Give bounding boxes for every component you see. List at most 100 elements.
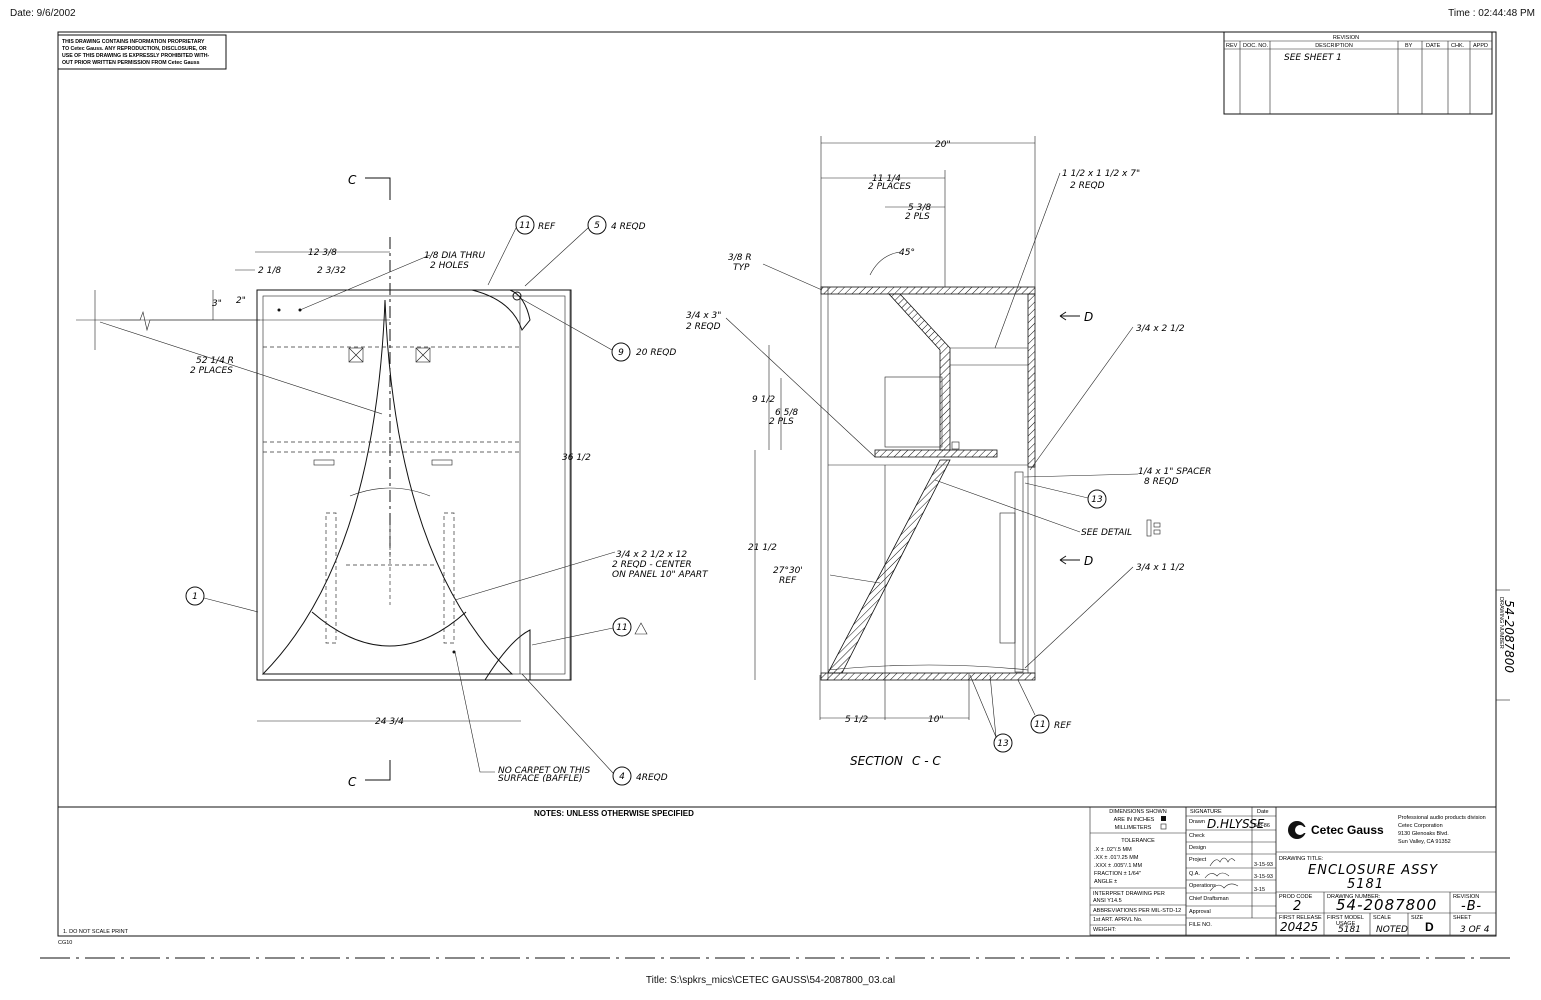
first-release: 20425 [1280,920,1318,934]
print-date: Date: 9/6/2002 [10,8,76,19]
desc-col: DESCRIPTION [1315,43,1353,49]
drawn-date: 5-8-86 [1254,823,1270,829]
dim-12-3-8: 12 3/8 [308,248,337,258]
callout-13b: 13 [997,739,1009,749]
tol-3: .XXX ± .005"/.1 MM [1094,863,1142,869]
note-block-3: 3/4 x 1 1/2 [1136,563,1185,573]
row-qa: Q.A. [1189,871,1200,877]
callout-4-text: 4REQD [636,773,668,783]
panel-3-4x3: 3/4 x 3" [686,311,721,321]
callout-4: 4 [619,772,625,782]
qa-date: 3-15-93 [1254,874,1273,880]
callout-9: 9 [618,348,624,358]
cleat-note: 3/4 x 2 1/2 x 12 [616,550,687,560]
carpet-note-2: SURFACE (BAFFLE) [498,774,583,784]
dim-6-5-8: 6 5/8 [775,408,798,418]
row-drawn: Drawn [1189,819,1205,825]
angle-45: 45° [899,248,915,258]
dim-5-1-2: 5 1/2 [845,715,868,725]
angle-27-30: 27°30' [773,566,803,576]
callout-11-text: REF [538,222,556,232]
note-block-1b: 2 REQD [1070,181,1105,191]
doc-col: DOC. NO. [1243,43,1269,49]
dim-2-1-8: 2 1/8 [258,266,281,276]
tol-4: FRACTION ± 1/64" [1094,871,1141,877]
dim-2in: 2" [236,296,246,306]
file-title: Title: S:\spkrs_mics\CETEC GAUSS\54-2087… [645,975,896,986]
revision-value: -B- [1461,899,1482,914]
proprietary-notice: THIS DRAWING CONTAINS INFORMATION PROPRI… [57,34,227,70]
arrow-d-1: D [1084,310,1093,324]
side-drawing-number: DRAWING NUMBER 54-2087800 [1496,589,1516,701]
row-check: Check [1189,833,1205,839]
print-time: Time : 02:44:48 PM [1448,8,1535,19]
tol-1: .X ± .02"/.5 MM [1094,847,1132,853]
drawing-title: ENCLOSURE ASSY [1308,863,1438,878]
cleat-note-2: 2 REQD - CENTER [612,560,692,570]
row-project: Project [1189,857,1207,863]
first-model-label: FIRST MODEL [1327,915,1364,921]
dim-5-pls: 2 PLS [905,212,930,222]
division-1: Professional audio products division [1398,815,1486,821]
sheet-label: SHEET [1453,915,1472,921]
drawing-number-label: DRAWING NUMBER: [1327,894,1381,900]
prod-code: 2 [1293,899,1302,914]
date-column: Date [1257,809,1269,815]
callout-13: 13 [1091,495,1103,505]
notice-line-4: OUT PRIOR WRITTEN PERMISSION FROM Cetec … [62,60,200,66]
chk-col: CHK. [1451,43,1465,49]
tol-2: .XX ± .01"/.25 MM [1094,855,1139,861]
in-inches: ARE IN INCHES [1114,817,1155,823]
scale-label: SCALE [1373,915,1391,921]
spacer-note-2: 8 REQD [1144,477,1179,487]
notes-heading: NOTES: UNLESS OTHERWISE SPECIFIED [534,809,694,818]
dim-11-1-4: 11 1/4 [872,174,901,184]
drawing-title-label: DRAWING TITLE: [1279,856,1324,862]
spacer-note: 1/4 x 1" SPACER [1138,467,1211,477]
interpret: INTERPRET DRAWING PER [1093,891,1165,897]
sheet: 3 OF 4 [1460,925,1490,935]
dim-3in: 3" [212,299,222,309]
drawn-signature: D.HLYSSE [1207,817,1265,831]
revision-entry: SEE SHEET 1 [1284,53,1342,63]
callout-5-text: 4 REQD [611,222,646,232]
sheet-border [57,31,1497,937]
rev-col: REV [1226,43,1238,49]
callout-11b: 11 [616,623,627,633]
row-approval: Approval [1189,909,1211,915]
notice-line-1: THIS DRAWING CONTAINS INFORMATION PROPRI… [62,39,205,45]
side-section-view: 20" 11 1/4 2 PLACES 5 3/8 2 PLS 45° 3/8 … [686,136,1211,768]
section-marks: C - C [912,754,941,768]
cg-code: CG10 [58,940,72,946]
callout-11-side-text: REF [1054,721,1072,731]
section-label: SECTION [850,754,903,768]
see-detail: SEE DETAIL [1081,528,1132,538]
section-mark-bottom: C [348,775,357,789]
division-3: 9130 Glenoaks Blvd. [1398,831,1449,837]
size-label: SIZE [1411,915,1424,921]
radius-typ: TYP [733,263,750,273]
hole-note-2: 2 HOLES [430,261,469,271]
row-design: Design [1189,845,1206,851]
revision-label: REVISION [1453,894,1479,900]
abbrev: ABBREVIATIONS PER MIL-STD-12 [1093,908,1181,914]
first-art: 1st ART. APRVL No. [1093,917,1143,923]
title-block: NOTES: UNLESS OTHERWISE SPECIFIED 1. DO … [58,806,1497,946]
width-dim: 24 3/4 [375,717,404,727]
tolerance: TOLERANCE [1121,838,1155,844]
division-2: Cetec Corporation [1398,823,1443,829]
millimeters: MILLIMETERS [1115,825,1152,831]
ops-date: 3-15 [1254,887,1265,893]
side-drawing-label: DRAWING NUMBER [1498,597,1504,649]
dim-5-3-8: 5 3/8 [908,203,931,213]
section-mark-top: C [348,173,357,187]
drawing-number: 54-2087800 [1336,896,1437,914]
company-name: Cetec Gauss [1311,823,1384,837]
front-view: 12 3/8 2 1/8 2 3/32 3" 2" 1/8 DIA THRU 2… [76,173,709,789]
notice-line-2: TO Cetec Gauss. ANY REPRODUCTION, DISCLO… [62,46,207,52]
radius-note: 52 1/4 R [196,356,234,366]
row-chief: Chief Draftsman [1189,896,1229,902]
usage-label: USAGE [1336,921,1356,927]
panel-2-reqd: 2 REQD [686,322,721,332]
